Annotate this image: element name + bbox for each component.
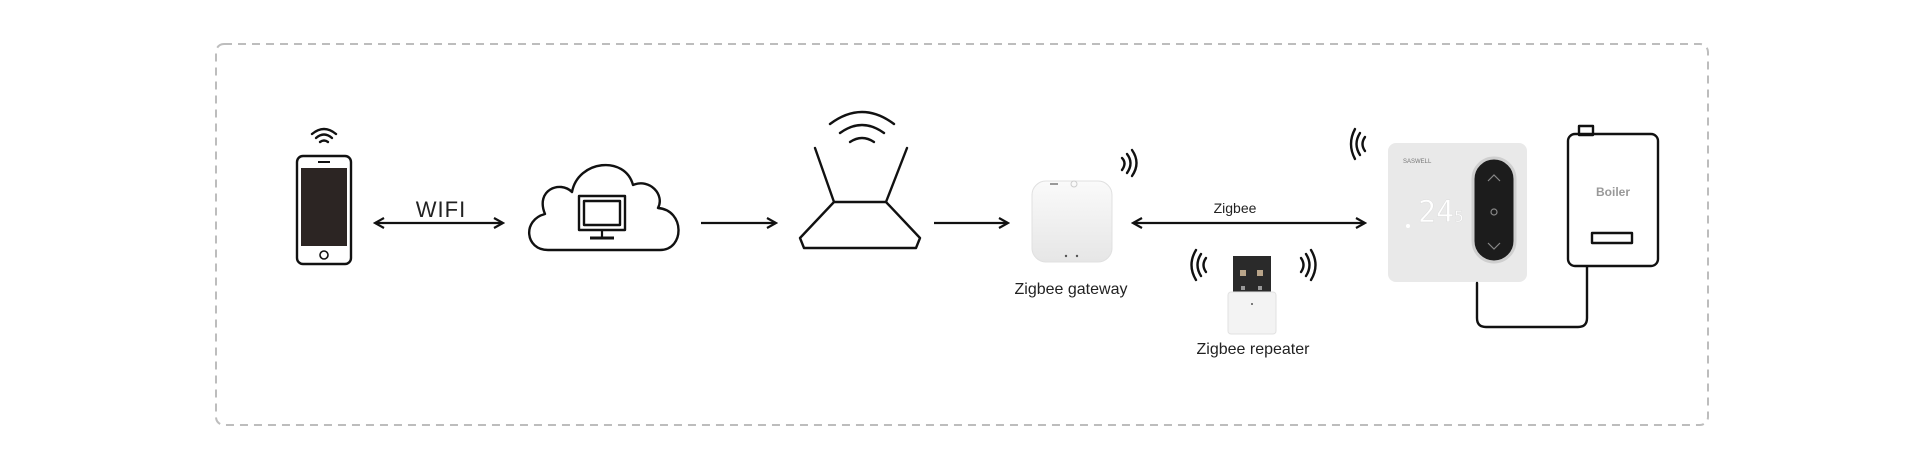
repeater-signal-right-icon [1299, 248, 1317, 282]
wifi-signal-icon [310, 127, 338, 144]
zigbee-repeater-label: Zigbee repeater [1197, 341, 1311, 358]
wifi-label: WIFI [416, 197, 466, 222]
thermostat-temperature: 245 [1418, 195, 1464, 230]
repeater-signal-left-icon [1190, 248, 1208, 282]
boiler-label: Boiler [1596, 185, 1630, 199]
boiler-icon: Boiler [1566, 124, 1660, 268]
router-icon [798, 110, 922, 250]
dashed-boundary [215, 43, 1709, 426]
cloud-server-icon [528, 163, 680, 252]
zigbee-label: Zigbee [1214, 200, 1257, 216]
zigbee-gateway-label: Zigbee gateway [1015, 281, 1128, 298]
thermostat-signal-icon [1349, 127, 1367, 161]
zigbee-gateway-device [1031, 180, 1113, 263]
zigbee-repeater-device [1227, 256, 1277, 335]
smartphone-icon [295, 154, 353, 266]
thermostat-brand: SASWELL [1403, 159, 1432, 165]
thermostat-boiler-wire [1475, 265, 1589, 329]
thermostat-device: SASWELL 245 [1388, 143, 1527, 282]
gateway-signal-icon [1120, 148, 1138, 178]
